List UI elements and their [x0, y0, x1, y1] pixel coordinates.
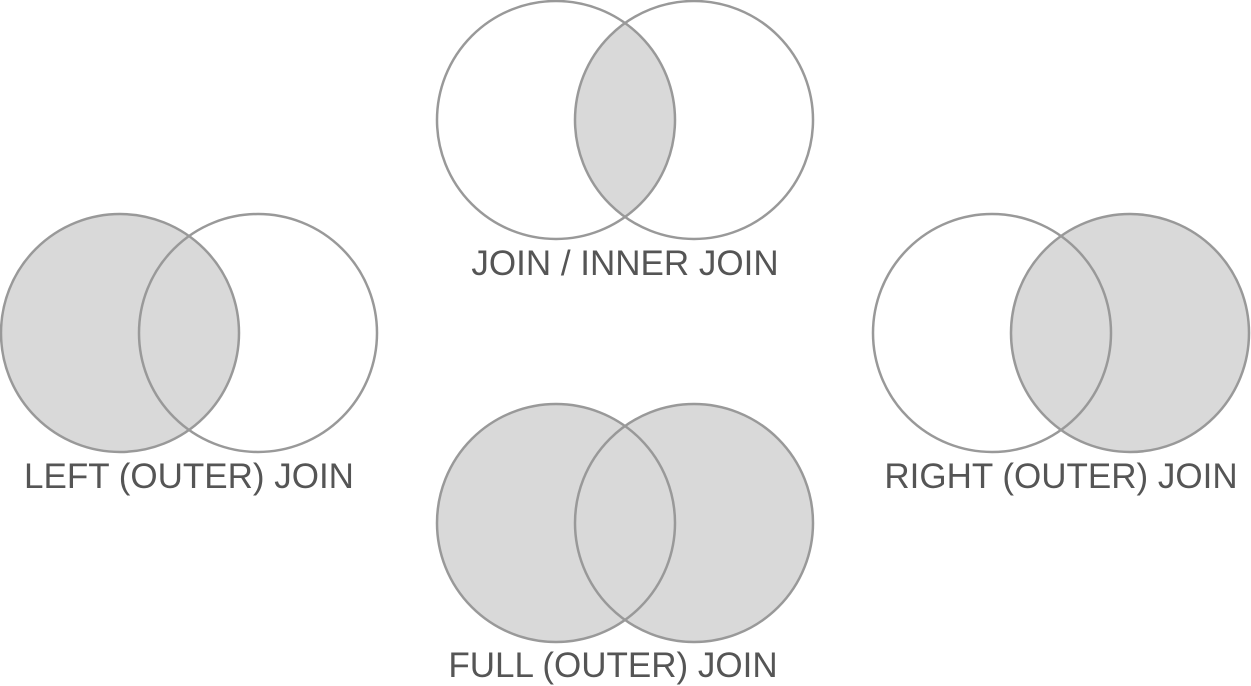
- full-join-intersection-fill: [575, 404, 675, 642]
- right-join-label: RIGHT (OUTER) JOIN: [884, 457, 1237, 496]
- full-join-right-circle: [573, 402, 815, 644]
- inner-join-intersection-fill: [575, 1, 675, 239]
- full-join-left-circle: [435, 402, 677, 644]
- full-join-label: FULL (OUTER) JOIN: [448, 646, 777, 685]
- right-join-venn: RIGHT (OUTER) JOIN: [871, 212, 1251, 496]
- inner-join-venn: JOIN / INNER JOIN: [435, 0, 815, 283]
- left-join-label: LEFT (OUTER) JOIN: [24, 457, 354, 496]
- right-join-left-circle: [871, 212, 1113, 454]
- inner-join-right-circle: [573, 0, 815, 241]
- left-join-venn: LEFT (OUTER) JOIN: [0, 212, 379, 496]
- left-join-right-circle: [137, 212, 379, 454]
- full-join-venn: FULL (OUTER) JOIN: [435, 402, 815, 685]
- inner-join-left-circle: [435, 0, 677, 241]
- right-join-intersection-fill: [1011, 214, 1111, 452]
- left-join-left-circle: [0, 212, 241, 454]
- left-join-intersection-fill: [139, 214, 239, 452]
- right-join-right-circle: [1009, 212, 1251, 454]
- inner-join-label: JOIN / INNER JOIN: [471, 244, 778, 283]
